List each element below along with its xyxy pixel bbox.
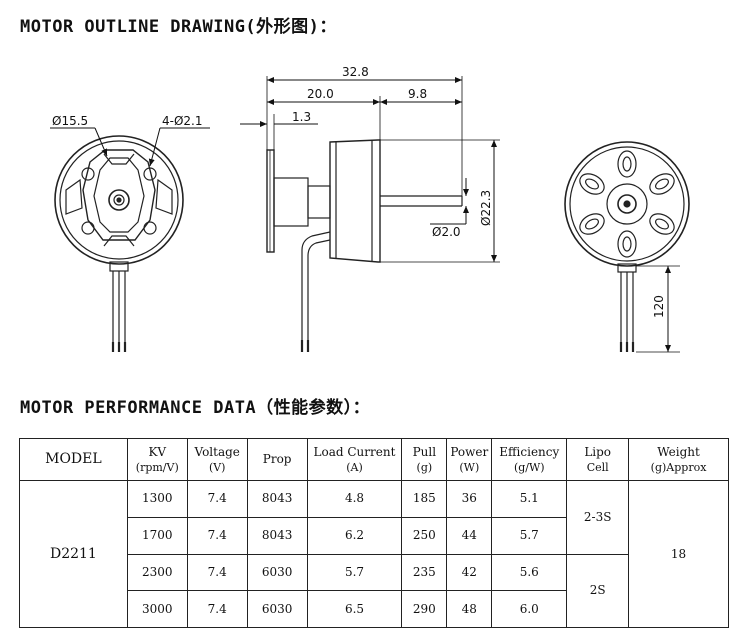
table-row: 3000 7.4 6030 6.5 290 48 6.0: [20, 590, 729, 628]
header-kv: KV(rpm/V): [126, 438, 188, 481]
header-prop: Prop: [246, 438, 308, 481]
power-cell: 36: [446, 480, 493, 518]
current-cell: 5.7: [306, 553, 403, 592]
pull-cell: 235: [401, 553, 448, 592]
current-cell: 6.2: [306, 516, 403, 555]
motor-outline-drawing: Ø15.5 4-Ø2.1 32.8 20.0 9.8 1.3 Ø22.3: [50, 65, 690, 353]
efficiency-cell: 5.7: [491, 516, 568, 555]
pull-cell: 250: [401, 516, 448, 555]
prop-cell: 8043: [246, 480, 308, 518]
header-voltage: Voltage(V): [186, 438, 248, 481]
header-pull: Pull(g): [401, 438, 448, 481]
front-diameter-label: Ø15.5: [52, 114, 88, 128]
rear-petals: [579, 150, 675, 258]
shaft-length-label: 9.8: [408, 87, 427, 101]
table-row: D2211 1300 7.4 8043 4.8 185 36 5.1 2-3S …: [19, 480, 729, 628]
flange-thickness-label: 1.3: [292, 110, 311, 124]
header-weight: Weight(g)Approx: [628, 438, 729, 481]
performance-table: MODEL KV(rpm/V) Voltage(V) Prop Load Cur…: [19, 438, 729, 628]
body-length-label: 20.0: [307, 87, 334, 101]
power-cell: 42: [446, 553, 493, 592]
efficiency-cell: 5.6: [491, 553, 568, 592]
prop-cell: 6030: [246, 553, 308, 592]
kv-cell: 3000: [126, 590, 188, 628]
kv-cell: 2300: [126, 553, 188, 592]
pull-cell: 185: [401, 480, 448, 518]
power-cell: 44: [446, 516, 493, 555]
model-cell: D2211: [19, 480, 128, 628]
efficiency-cell: 5.1: [491, 480, 568, 518]
table-row: 1700 7.4 8043 6.2 250 44 5.7: [20, 516, 729, 555]
header-load-current: Load Current(A): [306, 438, 403, 481]
prop-cell: 8043: [246, 516, 308, 555]
lipo-cell-b: 2S: [566, 553, 630, 628]
outline-heading: MOTOR OUTLINE DRAWING(外形图)：: [20, 17, 337, 37]
power-cell: 48: [446, 590, 493, 628]
overall-length-label: 32.8: [342, 65, 369, 79]
body-diameter-label: Ø22.3: [479, 190, 493, 226]
header-power: Power(W): [446, 438, 493, 481]
efficiency-cell: 6.0: [491, 590, 568, 628]
header-model: MODEL: [19, 438, 128, 481]
front-view: [54, 135, 184, 352]
current-cell: 6.5: [306, 590, 403, 628]
kv-cell: 1700: [126, 516, 188, 555]
performance-heading: MOTOR PERFORMANCE DATA（性能参数）：: [20, 398, 371, 418]
voltage-cell: 7.4: [186, 516, 248, 555]
weight-cell: 18: [628, 480, 729, 628]
shaft-diameter-label: Ø2.0: [432, 225, 461, 239]
front-holes-label: 4-Ø2.1: [162, 114, 203, 128]
lead-length-label: 120: [652, 295, 666, 318]
table-row: 2300 7.4 6030 5.7 235 42 5.6 2S: [20, 553, 729, 628]
lipo-cell-a: 2-3S: [566, 480, 630, 555]
voltage-cell: 7.4: [186, 480, 248, 518]
current-cell: 4.8: [306, 480, 403, 518]
table-header-row: MODEL KV(rpm/V) Voltage(V) Prop Load Cur…: [19, 438, 729, 481]
prop-cell: 6030: [246, 590, 308, 628]
pull-cell: 290: [401, 590, 448, 628]
header-efficiency: Efficiency(g/W): [491, 438, 568, 481]
side-view: [266, 139, 463, 352]
voltage-cell: 7.4: [186, 590, 248, 628]
rear-view: [564, 141, 690, 352]
voltage-cell: 7.4: [186, 553, 248, 592]
kv-cell: 1300: [126, 480, 188, 518]
